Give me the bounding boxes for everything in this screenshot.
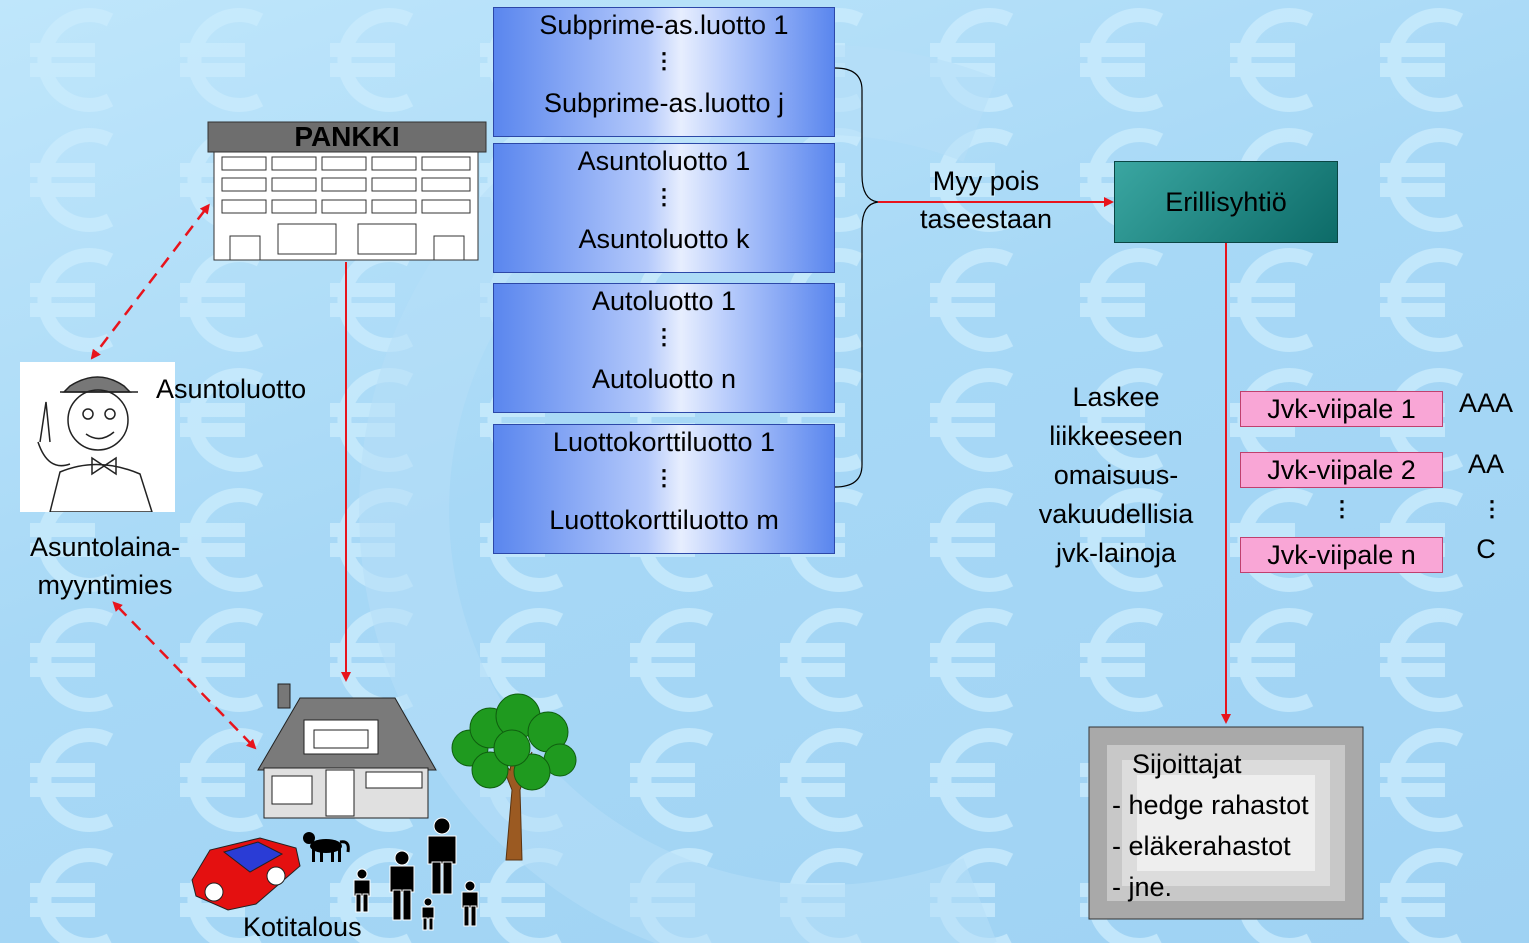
bank-building-icon bbox=[207, 121, 487, 261]
spv-box: Erillisyhtiö bbox=[1114, 161, 1338, 243]
investors-box-frame bbox=[1088, 726, 1364, 920]
issue-line: liikkeeseen bbox=[1049, 421, 1183, 451]
issue-line: vakuudellisia bbox=[1038, 499, 1194, 529]
ellipsis-icon: ⋮ bbox=[653, 48, 675, 73]
salesman-label: Asuntolaina- myyntimies bbox=[0, 528, 210, 604]
investor-item: - eläkerahastot bbox=[1112, 831, 1291, 861]
sell-off-label: Myy pois taseestaan bbox=[886, 162, 1086, 238]
salesman-label-line1: Asuntolaina- bbox=[29, 532, 181, 562]
tranche-ellipsis-icon: ⋮ bbox=[1331, 496, 1353, 521]
loan-group-creditcard: Luottokorttiluotto 1 ⋮ Luottokorttiluott… bbox=[493, 424, 835, 554]
loan-first-label: Asuntoluotto 1 bbox=[577, 146, 751, 176]
tranche-rating: AAA bbox=[1458, 388, 1514, 418]
house-icon bbox=[257, 683, 437, 819]
loan-last-label: Asuntoluotto k bbox=[578, 224, 750, 254]
bank-salesman-dashed-arrow bbox=[90, 203, 210, 360]
loan-group-subprime: Subprime-as.luotto 1 ⋮ Subprime-as.luott… bbox=[493, 7, 835, 137]
car-icon bbox=[191, 837, 301, 911]
tranche-rating: C bbox=[1476, 534, 1496, 564]
mortgage-label: Asuntoluotto bbox=[156, 374, 307, 404]
loan-group-auto: Autoluotto 1 ⋮ Autoluotto n bbox=[493, 283, 835, 413]
loan-first-label: Subprime-as.luotto 1 bbox=[539, 10, 789, 40]
ellipsis-icon: ⋮ bbox=[653, 324, 675, 349]
tree-icon bbox=[451, 693, 577, 861]
investors-list: Sijoittajat - hedge rahastot - eläkeraha… bbox=[1112, 744, 1309, 908]
bank-label: PANKKI bbox=[294, 121, 400, 152]
loan-last-label: Autoluotto n bbox=[591, 364, 737, 394]
loan-last-label: Luottokorttiluotto m bbox=[549, 505, 779, 535]
ellipsis-icon: ⋮ bbox=[653, 184, 675, 209]
sell-off-line2: taseestaan bbox=[919, 204, 1053, 234]
ellipsis-icon: ⋮ bbox=[653, 465, 675, 490]
investor-item: - hedge rahastot bbox=[1112, 790, 1309, 820]
loan-first-label: Luottokorttiluotto 1 bbox=[552, 427, 776, 457]
rating-ellipsis-icon: ⋮ bbox=[1481, 496, 1503, 521]
family-icon bbox=[353, 817, 479, 931]
tranche-box: Jvk-viipale 2 bbox=[1240, 452, 1443, 488]
grouping-brace bbox=[834, 67, 879, 488]
investor-item: - jne. bbox=[1112, 872, 1173, 902]
tranche-box: Jvk-viipale 1 bbox=[1240, 391, 1443, 427]
sell-off-line1: Myy pois bbox=[932, 166, 1040, 196]
tranche-box: Jvk-viipale n bbox=[1240, 537, 1443, 573]
issue-line: jvk-lainoja bbox=[1055, 538, 1177, 568]
household-label: Kotitalous bbox=[243, 912, 362, 942]
loan-first-label: Autoluotto 1 bbox=[591, 286, 737, 316]
issue-line: omaisuus- bbox=[1053, 460, 1179, 490]
loan-group-mortgage: Asuntoluotto 1 ⋮ Asuntoluotto k bbox=[493, 143, 835, 273]
issue-description: Laskee liikkeeseen omaisuus- vakuudellis… bbox=[996, 378, 1236, 573]
salesman-household-dashed-arrow bbox=[112, 601, 257, 750]
dog-icon bbox=[303, 832, 350, 862]
loan-last-label: Subprime-as.luotto j bbox=[543, 88, 785, 118]
salesman-label-line2: myyntimies bbox=[37, 570, 173, 600]
tranche-rating: AA bbox=[1467, 449, 1505, 479]
salesman-caricature-icon bbox=[20, 362, 175, 513]
investors-title: Sijoittajat bbox=[1132, 749, 1242, 779]
issue-line: Laskee bbox=[1072, 382, 1160, 412]
